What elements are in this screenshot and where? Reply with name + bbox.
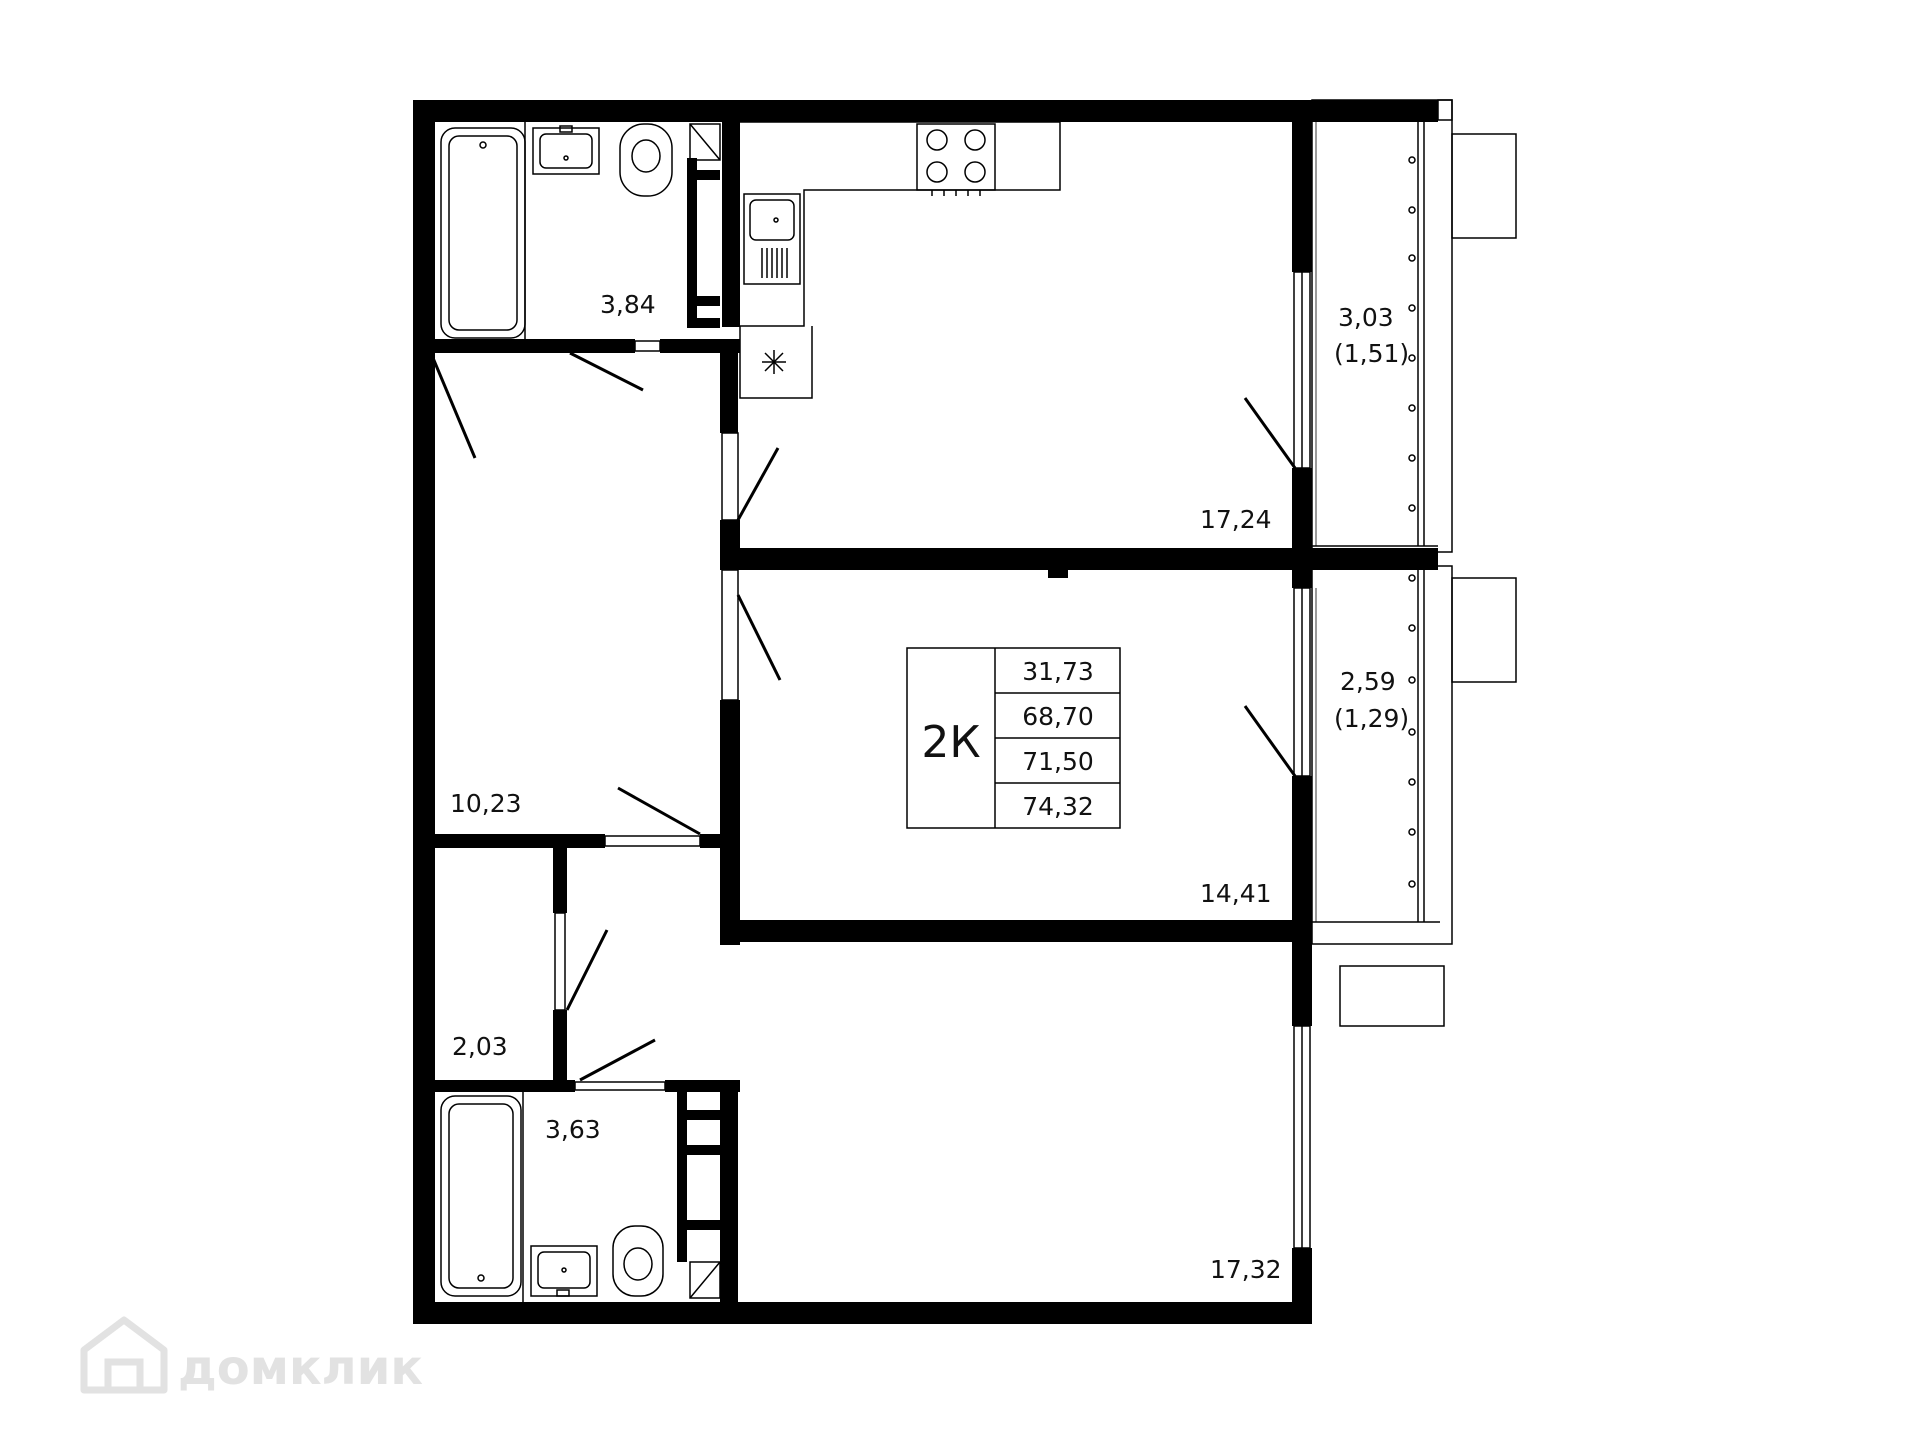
room-area-bathroom-2: 3,63 bbox=[545, 1115, 601, 1144]
toilet-icon bbox=[612, 1225, 664, 1297]
bathroom-1-duct bbox=[687, 123, 721, 328]
balcony-2-glazing-dots bbox=[1408, 574, 1416, 888]
summary-value-1: 31,73 bbox=[1022, 657, 1094, 686]
kitchen-sink-icon bbox=[743, 193, 801, 285]
apartment-summary: 2К 31,73 68,70 71,50 74,32 bbox=[906, 647, 1121, 829]
balcony-2-reduced-area: (1,29) bbox=[1334, 704, 1409, 733]
bathroom-2-fixtures bbox=[440, 1092, 721, 1302]
room-area-storage: 2,03 bbox=[452, 1032, 508, 1061]
summary-value-2: 68,70 bbox=[1022, 702, 1094, 731]
room-area-hall: 10,23 bbox=[450, 789, 522, 818]
watermark-text: домклик bbox=[178, 1340, 423, 1396]
kitchen-fixtures bbox=[739, 121, 1061, 399]
balcony-1-area: 3,03 bbox=[1338, 303, 1394, 332]
door-swings bbox=[431, 351, 1297, 1082]
room-area-bedroom-2: 17,32 bbox=[1210, 1255, 1282, 1284]
room-area-bedroom-1: 14,41 bbox=[1200, 879, 1272, 908]
room-area-kitchen: 17,24 bbox=[1200, 505, 1272, 534]
outer-walls bbox=[413, 100, 1438, 1324]
sink-icon bbox=[532, 125, 600, 175]
interior-walls bbox=[435, 122, 1438, 1302]
bathroom-2-duct bbox=[677, 1092, 721, 1299]
summary-value-3: 71,50 bbox=[1022, 747, 1094, 776]
watermark: домклик bbox=[80, 1316, 423, 1396]
bathtub-icon bbox=[477, 1274, 485, 1282]
ventilation-icon bbox=[762, 350, 786, 374]
room-labels: 3,84 17,24 3,03 (1,51) 10,23 14,41 2,59 … bbox=[450, 290, 1409, 1284]
balcony-1-glazing-dots bbox=[1408, 156, 1416, 512]
balcony-2 bbox=[1311, 565, 1517, 1027]
room-area-bathroom-1: 3,84 bbox=[600, 290, 656, 319]
room-count-label: 2К bbox=[921, 717, 980, 768]
sink-icon bbox=[530, 1245, 598, 1297]
balcony-1-reduced-area: (1,51) bbox=[1334, 339, 1409, 368]
windows bbox=[414, 271, 1311, 1249]
balcony-2-area: 2,59 bbox=[1340, 667, 1396, 696]
balcony-1 bbox=[1311, 99, 1517, 553]
house-logo-icon bbox=[80, 1316, 168, 1394]
bathroom-1-fixtures bbox=[440, 122, 721, 339]
toilet-icon bbox=[619, 123, 673, 197]
bathtub-icon bbox=[479, 141, 487, 149]
summary-value-4: 74,32 bbox=[1022, 792, 1094, 821]
stove-icon bbox=[916, 123, 996, 196]
